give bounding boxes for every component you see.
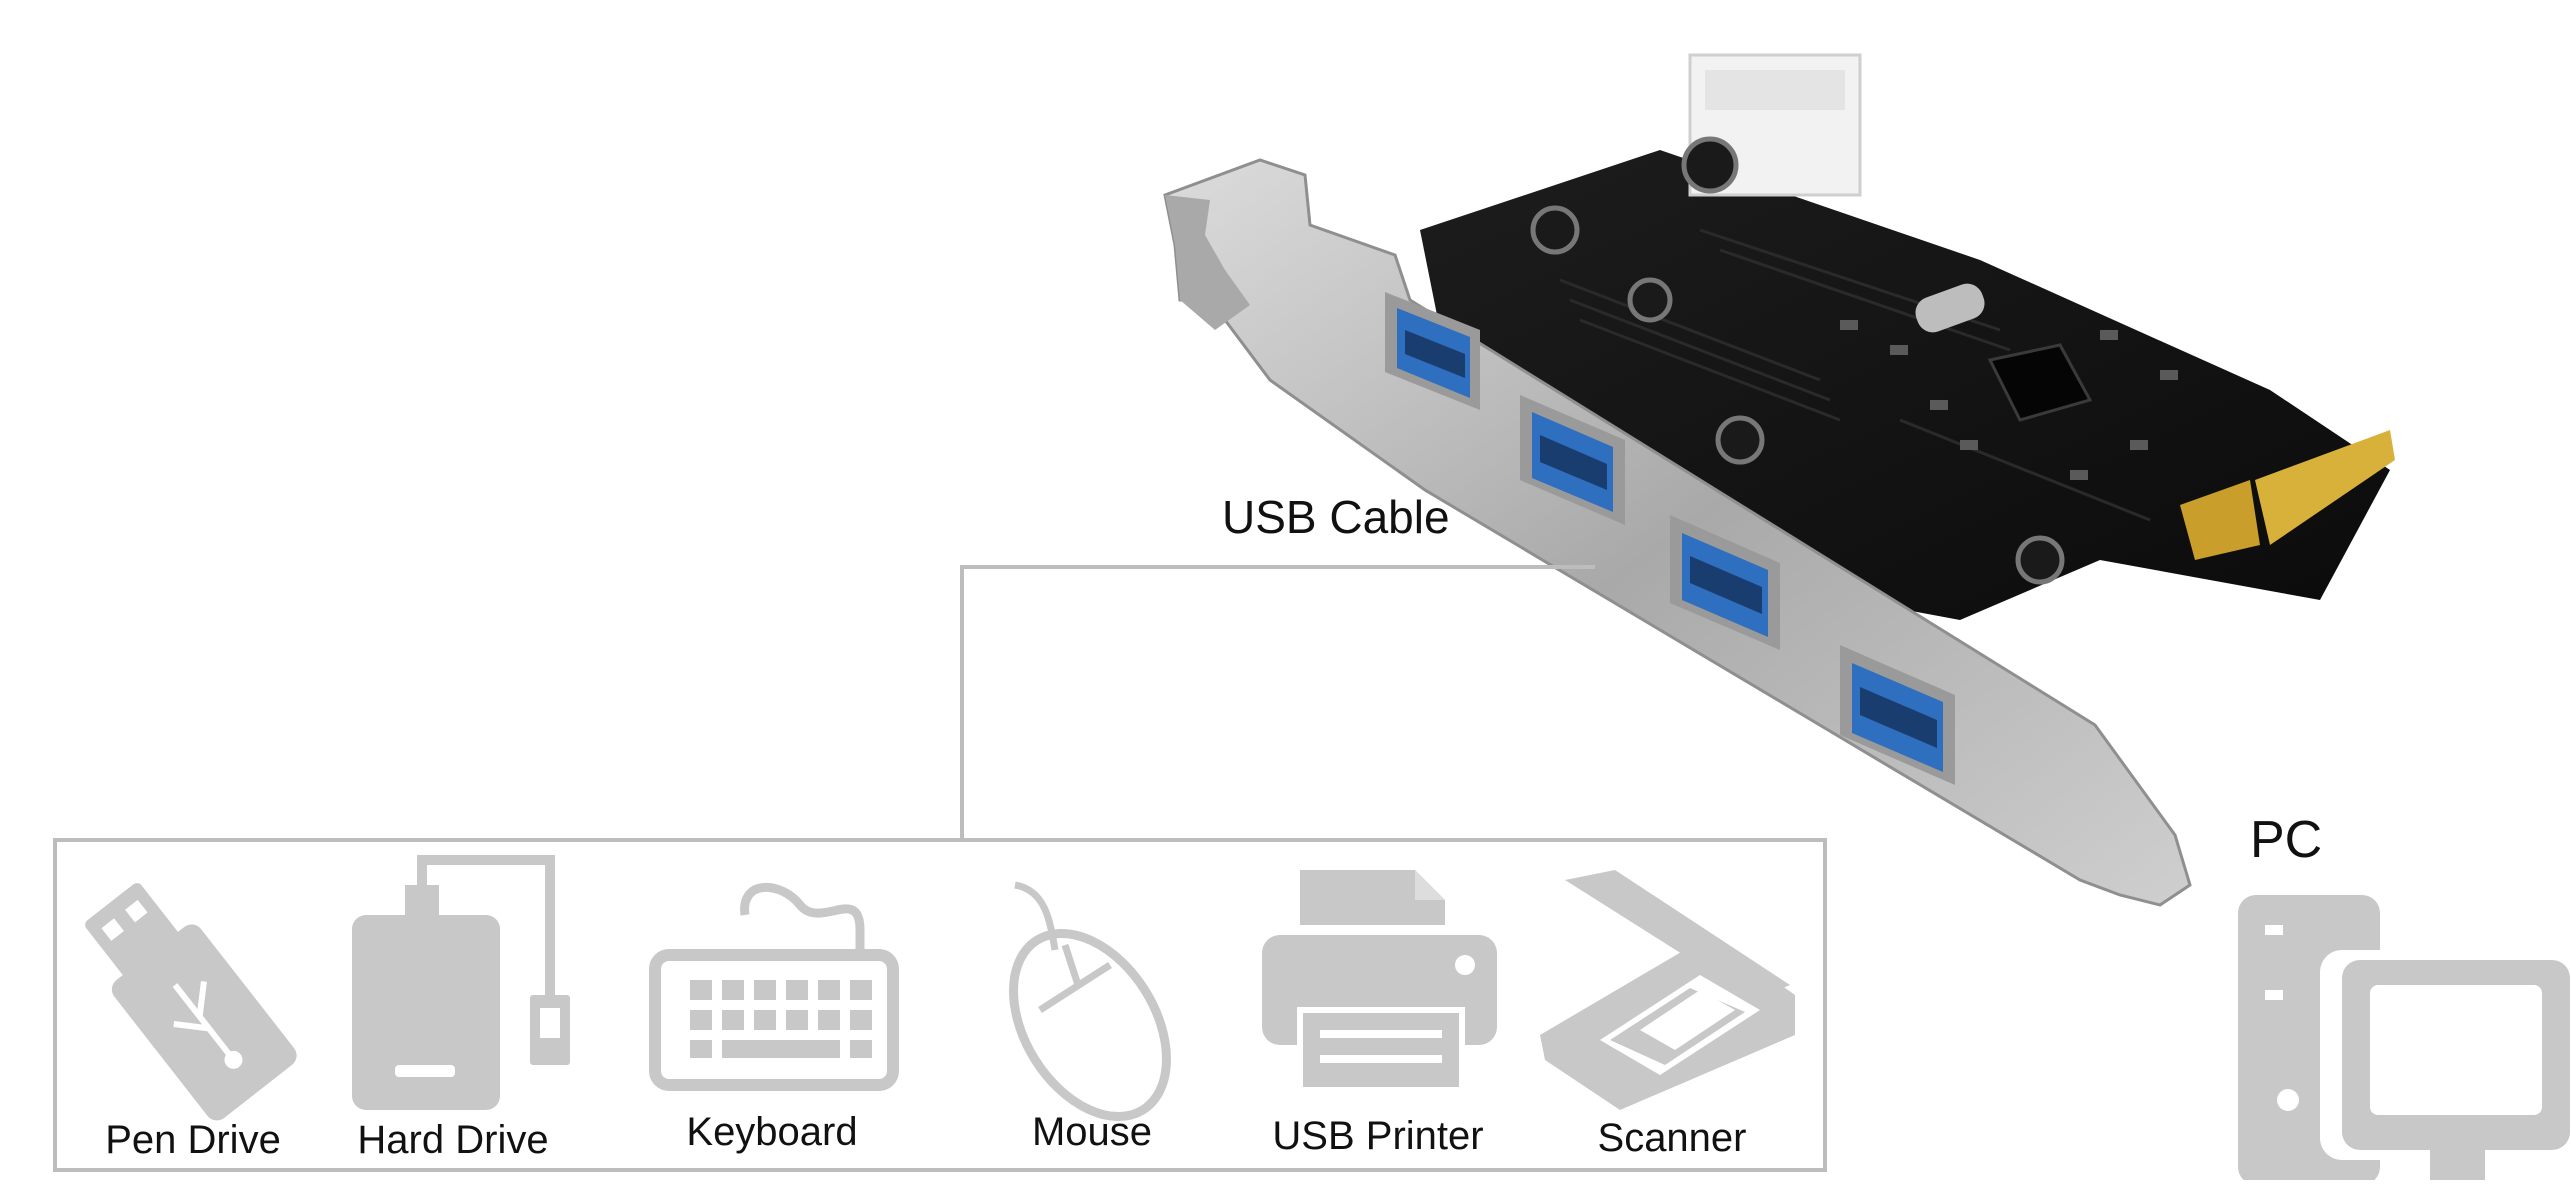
pc-icon <box>2238 895 2570 1185</box>
device-label-mouse: Mouse <box>1031 1110 1153 1154</box>
usb-cable-label: USB Cable <box>1222 491 1450 543</box>
capacitor <box>1530 205 1580 255</box>
device-label-scanner: Scanner <box>1597 1116 1747 1160</box>
device-label-hard-drive: Hard Drive <box>357 1118 549 1162</box>
usb-port-2 <box>1520 395 1625 525</box>
device-label-pen-drive: Pen Drive <box>105 1118 281 1162</box>
pen-drive-icon <box>85 883 297 1121</box>
usb-cable-line <box>960 565 1595 840</box>
bracket-tab <box>1165 195 1250 330</box>
capacitor <box>1681 136 1739 194</box>
printer-icon <box>1262 870 1497 1093</box>
pcie-gold-fingers-2 <box>2180 480 2260 560</box>
keyboard-icon <box>649 882 899 1091</box>
usb-port-1 <box>1385 292 1480 410</box>
usb-port-4 <box>1840 645 1955 785</box>
device-panel <box>53 838 1827 1172</box>
capacitor <box>1627 277 1673 323</box>
smd-components <box>1840 320 2178 480</box>
pcie-gold-fingers <box>2255 430 2395 545</box>
hard-drive-icon <box>352 855 570 1110</box>
controller-chip <box>1987 343 2093 422</box>
device-label-keyboard: Keyboard <box>686 1110 858 1154</box>
pc-label: PC <box>2250 811 2323 869</box>
usb-port-3 <box>1670 515 1780 650</box>
crystal-oscillator <box>1915 283 1985 333</box>
device-label-usb-printer: USB Printer <box>1272 1114 1484 1158</box>
usb-pcie-card <box>1163 53 2395 907</box>
capacitor <box>2015 535 2065 585</box>
power-connector-top <box>1705 70 1845 110</box>
capacitor <box>1715 415 1765 465</box>
pcb-traces <box>1559 228 2151 522</box>
mouse-icon <box>1009 881 1171 1122</box>
scanner-icon <box>1540 870 1795 1110</box>
